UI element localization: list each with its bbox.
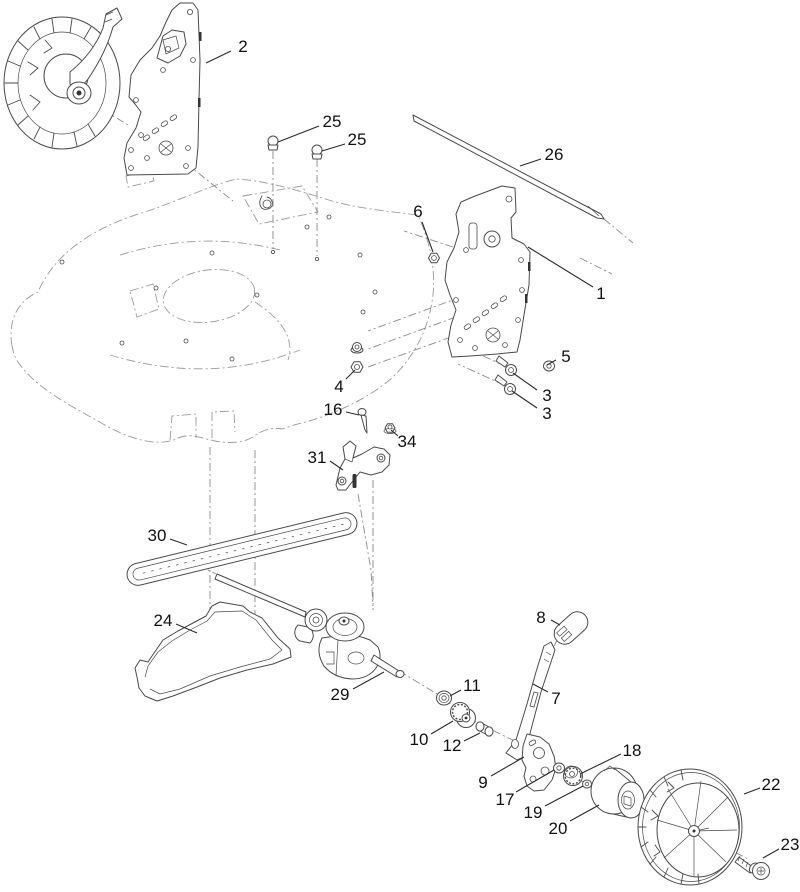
part-gear-10 bbox=[450, 702, 476, 728]
callout-3[interactable]: 3 bbox=[542, 386, 551, 405]
part-washer-19 bbox=[582, 779, 592, 789]
leader-line-31-12 bbox=[329, 460, 344, 471]
callout-4[interactable]: 4 bbox=[334, 377, 343, 396]
part-plate-9 bbox=[521, 733, 557, 792]
leader-line-19-23 bbox=[544, 785, 584, 807]
leader-line-24-14 bbox=[175, 623, 198, 634]
callout-1[interactable]: 1 bbox=[596, 284, 605, 303]
callout-29[interactable]: 29 bbox=[331, 685, 350, 704]
callout-31[interactable]: 31 bbox=[308, 448, 327, 467]
part-mounting-plate-2 bbox=[123, 2, 202, 176]
leader-line-8-16 bbox=[550, 619, 561, 626]
part-bolt-23 bbox=[734, 855, 770, 880]
callout-3[interactable]: 3 bbox=[542, 404, 551, 423]
leader-line-17-22 bbox=[515, 769, 555, 793]
callout-25[interactable]: 25 bbox=[323, 112, 342, 131]
callout-10[interactable]: 10 bbox=[410, 730, 429, 749]
deck-holes bbox=[59, 214, 378, 362]
callout-18[interactable]: 18 bbox=[623, 741, 642, 760]
part-spacer-12 bbox=[475, 721, 494, 737]
callout-16[interactable]: 16 bbox=[324, 400, 343, 419]
part-knob-8 bbox=[553, 611, 589, 645]
leader-line-16-10 bbox=[345, 411, 360, 416]
part-rear-wheel-22 bbox=[637, 768, 743, 886]
part-nut-4 bbox=[350, 361, 364, 373]
leader-line-12-20 bbox=[463, 732, 481, 742]
callout-9[interactable]: 9 bbox=[478, 773, 487, 792]
callout-6[interactable]: 6 bbox=[413, 202, 422, 221]
callout-34[interactable]: 34 bbox=[398, 432, 417, 451]
leader-line-22-26 bbox=[743, 787, 761, 795]
deck-cable-hook bbox=[259, 195, 273, 210]
part-bolt-25b bbox=[311, 144, 323, 160]
leader-line-10-19 bbox=[430, 720, 454, 735]
callout-26[interactable]: 26 bbox=[545, 145, 564, 164]
callout-19[interactable]: 19 bbox=[524, 803, 543, 822]
adjuster-lever bbox=[66, 7, 123, 105]
leader-line-3-7 bbox=[512, 372, 538, 391]
leader-line-5-6 bbox=[546, 359, 557, 366]
leader-line-20-25 bbox=[569, 804, 600, 822]
part-drive-belt-30 bbox=[126, 512, 358, 586]
leader-line-29-15 bbox=[352, 671, 385, 690]
leader-line-2-0 bbox=[205, 50, 232, 64]
leader-line-25-2 bbox=[321, 143, 346, 152]
leader-line-34-11 bbox=[390, 429, 399, 437]
callout-22[interactable]: 22 bbox=[762, 775, 781, 794]
callout-20[interactable]: 20 bbox=[549, 819, 568, 838]
part-transmission-29 bbox=[294, 608, 405, 680]
leader-line-11-18 bbox=[449, 689, 462, 697]
leader-line-4-9 bbox=[345, 369, 356, 380]
callout-5[interactable]: 5 bbox=[561, 347, 570, 366]
leader-line-9-21 bbox=[490, 756, 525, 777]
callout-17[interactable]: 17 bbox=[496, 790, 515, 809]
part-bolt-3a bbox=[495, 355, 517, 376]
callout-2[interactable]: 2 bbox=[238, 37, 247, 56]
part-bracket-31 bbox=[335, 440, 391, 491]
part-washer-11 bbox=[436, 690, 452, 706]
callout-8[interactable]: 8 bbox=[536, 608, 545, 627]
part-rod-26 bbox=[412, 114, 605, 220]
callout-25[interactable]: 25 bbox=[348, 130, 367, 149]
leader-line-23-27 bbox=[762, 848, 780, 859]
leader-line-7-17 bbox=[532, 683, 549, 693]
wheel-22-tread-ticks bbox=[637, 769, 700, 885]
part-deck-fastener-upper bbox=[350, 342, 364, 354]
plate-2-slots bbox=[142, 114, 178, 141]
wheel-22-spokes bbox=[656, 780, 738, 876]
callout-24[interactable]: 24 bbox=[154, 611, 173, 630]
bracket-1-slots bbox=[463, 295, 508, 330]
callout-30[interactable]: 30 bbox=[148, 526, 167, 545]
part-wheel-height-adjuster-assembly bbox=[3, 7, 123, 150]
leader-line-30-13 bbox=[169, 538, 188, 546]
part-bracket-1 bbox=[444, 185, 531, 358]
part-screw-16 bbox=[357, 408, 368, 434]
part-drum-20 bbox=[590, 765, 645, 819]
leader-line-1-5 bbox=[527, 246, 594, 288]
leader-line-26-3 bbox=[519, 158, 542, 167]
part-washer-5 bbox=[543, 360, 555, 372]
callout-11[interactable]: 11 bbox=[463, 676, 481, 695]
part-bolt-25a bbox=[267, 135, 279, 151]
callout-7[interactable]: 7 bbox=[551, 689, 560, 708]
part-nut-6 bbox=[428, 252, 440, 264]
part-nut-34 bbox=[383, 423, 397, 434]
callout-12[interactable]: 12 bbox=[443, 736, 462, 755]
part-mower-deck-phantom bbox=[10, 169, 435, 443]
leader-line-25-1 bbox=[277, 125, 320, 143]
leader-line-6-4 bbox=[421, 221, 434, 253]
leader-line-18-24 bbox=[579, 753, 622, 775]
part-washer-17 bbox=[553, 762, 565, 774]
wheel-tread-ticks bbox=[4, 18, 96, 148]
callout-23[interactable]: 23 bbox=[781, 835, 800, 854]
part-belt-cover-24 bbox=[134, 601, 292, 702]
part-pinion-18 bbox=[563, 765, 583, 786]
leader-line-3-8 bbox=[511, 390, 538, 409]
